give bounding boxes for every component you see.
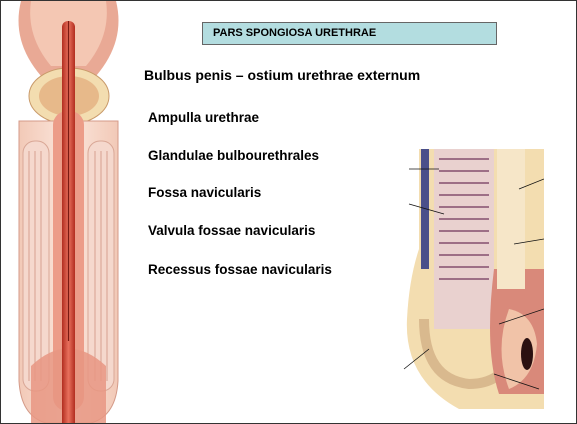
list-item: Recessus fossae navicularis — [148, 262, 332, 277]
list-item: Ampulla urethrae — [148, 110, 259, 125]
glans-detail-illustration — [399, 149, 544, 409]
list-item: Valvula fossae navicularis — [148, 223, 315, 238]
slide-heading: Bulbus penis – ostium urethrae externum — [144, 67, 420, 83]
list-item: Fossa navicularis — [148, 185, 261, 200]
slide-title: PARS SPONGIOSA URETHRAE — [213, 27, 376, 39]
penis-section-illustration — [1, 1, 136, 423]
list-item: Glandulae bulbourethrales — [148, 148, 319, 163]
title-box: PARS SPONGIOSA URETHRAE — [202, 22, 497, 45]
